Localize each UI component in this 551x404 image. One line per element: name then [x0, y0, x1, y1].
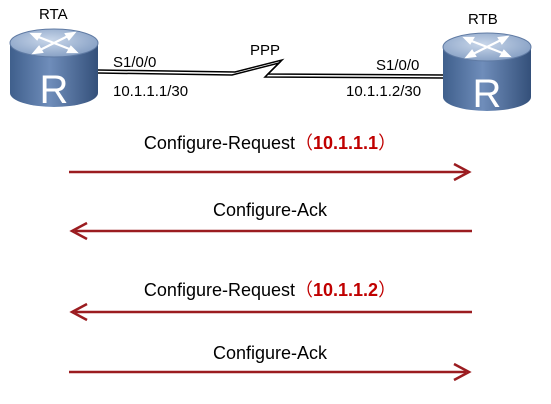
router-rtb-name: RTB — [468, 11, 498, 28]
router-rta-icon — [9, 28, 99, 107]
message-1-close-paren: ） — [378, 133, 397, 153]
router-rtb-icon — [442, 32, 532, 111]
message-2-label: Configure-Ack — [70, 201, 470, 219]
message-3-value: 10.1.1.2 — [313, 280, 379, 300]
router-rta-glyph: R — [40, 68, 69, 112]
arrow-3 — [69, 302, 472, 322]
message-4-text: Configure-Ack — [212, 343, 328, 363]
message-2-text: Configure-Ack — [212, 200, 328, 220]
message-1-open-paren: （ — [295, 133, 314, 153]
message-3-text: Configure-Request — [143, 280, 296, 300]
rtb-ip-label: 10.1.1.2/30 — [346, 83, 422, 100]
ppp-link — [97, 58, 444, 79]
router-rtb-glyph: R — [473, 72, 502, 116]
arrow-4 — [69, 362, 472, 382]
link-protocol-label: PPP — [250, 42, 281, 59]
rta-ip-label: 10.1.1.1/30 — [113, 83, 189, 100]
message-1-label: Configure-Request（10.1.1.1） — [70, 134, 470, 152]
router-rta-name: RTA — [39, 6, 68, 23]
message-1-text: Configure-Request — [143, 133, 296, 153]
rtb-interface-label: S1/0/0 — [376, 57, 420, 74]
message-3-open-paren: （ — [295, 280, 314, 300]
rta-interface-label: S1/0/0 — [113, 54, 157, 71]
arrow-1 — [69, 162, 472, 182]
message-1-value: 10.1.1.1 — [313, 133, 379, 153]
arrow-2 — [69, 221, 472, 241]
message-3-label: Configure-Request（10.1.1.2） — [70, 281, 470, 299]
message-4-label: Configure-Ack — [70, 344, 470, 362]
message-3-close-paren: ） — [378, 280, 397, 300]
